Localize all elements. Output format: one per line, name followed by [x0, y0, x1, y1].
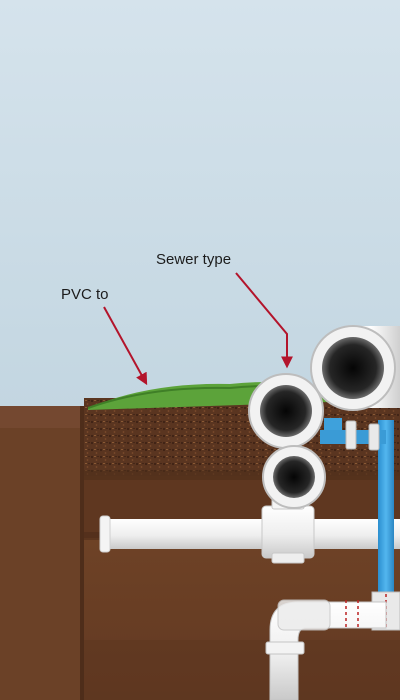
horizontal-pvc-pipe	[99, 515, 400, 553]
trench-side-wall	[0, 406, 85, 700]
small-pipe-end	[262, 445, 326, 509]
pvc-label: PVC to	[61, 286, 109, 303]
medium-pipe-end	[248, 373, 324, 449]
sewer-callout-arrow	[235, 272, 293, 369]
elbow-pvc-pipe	[265, 599, 387, 700]
sewer-type-label: Sewer type	[156, 251, 232, 268]
large-sewer-pipe-end	[310, 325, 400, 411]
pvc-callout-arrow	[103, 306, 148, 386]
